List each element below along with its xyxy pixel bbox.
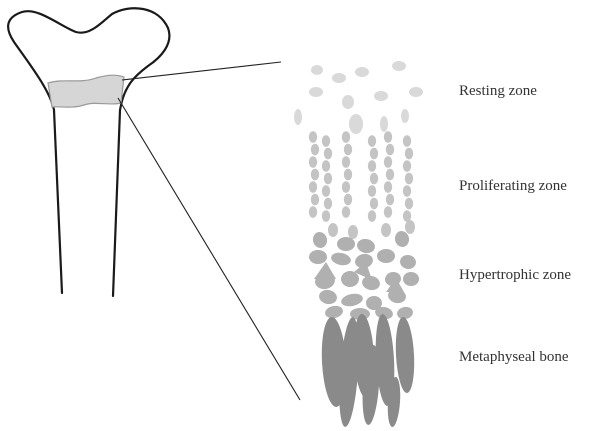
proliferating-cell xyxy=(368,135,376,147)
proliferating-cell xyxy=(322,210,330,222)
proliferating-cell xyxy=(342,131,350,143)
hypertrophic-cell xyxy=(330,251,352,267)
proliferating-cell xyxy=(322,160,330,172)
proliferating-zone-label: Proliferating zone xyxy=(459,179,567,194)
proliferating-cell xyxy=(384,206,392,218)
proliferating-cell xyxy=(370,173,378,185)
proliferating-cell xyxy=(311,169,319,181)
proliferating-cell xyxy=(386,194,394,206)
proliferating-cell xyxy=(324,148,332,160)
proliferating-cell xyxy=(405,173,413,185)
proliferating-cell xyxy=(405,198,413,210)
proliferating-cell xyxy=(322,185,330,197)
hypertrophic-cell xyxy=(399,253,418,270)
resting-cell xyxy=(409,87,423,97)
proliferating-cell xyxy=(368,160,376,172)
proliferating-cell xyxy=(384,156,392,168)
hypertrophic-cell xyxy=(403,272,419,286)
proliferating-cell xyxy=(384,131,392,143)
hypertrophic-zone-label: Hypertrophic zone xyxy=(459,268,571,283)
proliferating-cell xyxy=(370,148,378,160)
resting-cell xyxy=(401,109,409,123)
proliferating-cell xyxy=(384,181,392,193)
cell-layers xyxy=(294,61,423,427)
proliferating-cell xyxy=(344,169,352,181)
hypertrophic-cell xyxy=(309,250,327,264)
resting-cell xyxy=(309,87,323,97)
resting-zone-label: Resting zone xyxy=(459,84,537,99)
resting-cell xyxy=(332,73,346,83)
zoom-line-bottom xyxy=(118,98,300,400)
zoom-line-top xyxy=(122,62,281,80)
proliferating-cell xyxy=(322,135,330,147)
hypertrophic-cell xyxy=(337,237,355,251)
proliferating-cell xyxy=(405,220,415,234)
resting-cell xyxy=(380,116,388,132)
proliferating-cell xyxy=(328,223,338,237)
proliferating-cell xyxy=(342,206,350,218)
hypertrophic-cell xyxy=(361,274,382,291)
proliferating-cell xyxy=(311,194,319,206)
hypertrophic-cell xyxy=(377,249,395,263)
proliferating-cell xyxy=(403,135,411,147)
resting-cell xyxy=(342,95,354,109)
resting-cell xyxy=(374,91,388,101)
proliferating-cell xyxy=(368,210,376,222)
proliferating-cell xyxy=(348,225,358,239)
growth-plate-region xyxy=(48,75,124,107)
hypertrophic-cell xyxy=(324,304,344,319)
proliferating-cell xyxy=(405,148,413,160)
proliferating-cell xyxy=(386,169,394,181)
proliferating-cell xyxy=(311,144,319,156)
proliferating-cell xyxy=(386,144,394,156)
resting-cell xyxy=(355,67,369,77)
resting-cell xyxy=(294,109,302,125)
proliferating-cell xyxy=(344,144,352,156)
proliferating-cell xyxy=(403,160,411,172)
proliferating-cell xyxy=(309,156,317,168)
resting-cell xyxy=(311,65,323,75)
resting-cell xyxy=(349,114,363,134)
hypertrophic-cell xyxy=(318,288,339,305)
proliferating-cell xyxy=(324,198,332,210)
proliferating-cell xyxy=(370,198,378,210)
resting-cell xyxy=(392,61,406,71)
bone-outline xyxy=(8,8,169,296)
hypertrophic-cell xyxy=(341,271,359,287)
proliferating-cell xyxy=(342,181,350,193)
proliferating-cell xyxy=(344,194,352,206)
proliferating-cell xyxy=(342,156,350,168)
hypertrophic-cell xyxy=(340,292,364,308)
proliferating-cell xyxy=(368,185,376,197)
metaphyseal-bone-label: Metaphyseal bone xyxy=(459,350,569,365)
hypertrophic-cell xyxy=(356,237,377,254)
proliferating-cell xyxy=(381,223,391,237)
proliferating-cell xyxy=(309,181,317,193)
proliferating-cell xyxy=(403,185,411,197)
proliferating-cell xyxy=(309,131,317,143)
proliferating-cell xyxy=(309,206,317,218)
proliferating-cell xyxy=(324,173,332,185)
hypertrophic-cell xyxy=(314,262,336,279)
hypertrophic-cell xyxy=(311,231,328,250)
